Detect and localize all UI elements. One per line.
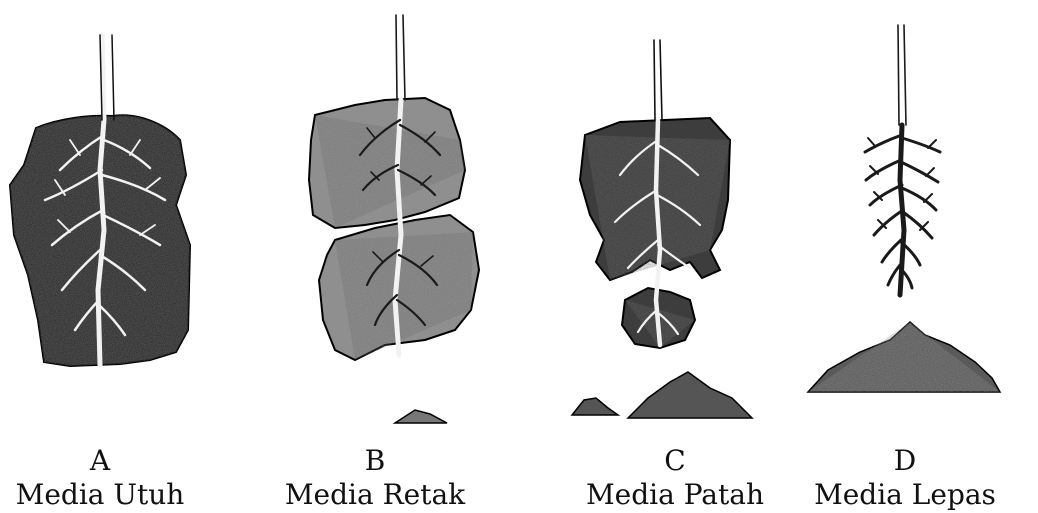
panel-letter: B: [275, 444, 475, 478]
panel-c: C Media Patah: [570, 0, 780, 513]
panel-letter: A: [0, 444, 200, 478]
cracked-soil-root-illustration: [275, 0, 475, 440]
panel-caption: Media Patah: [570, 478, 780, 512]
panel-caption: Media Retak: [275, 478, 475, 512]
soil-crumb-small: [572, 398, 618, 415]
panel-b: B Media Retak: [275, 0, 475, 513]
panel-a: A Media Utuh: [0, 0, 200, 513]
broken-soil-root-illustration: [570, 0, 780, 440]
panel-letter: D: [800, 444, 1010, 478]
soil-crumb: [395, 410, 447, 423]
panel-d: D Media Lepas: [800, 0, 1010, 513]
panel-caption: Media Utuh: [0, 478, 200, 512]
taproot: [865, 25, 940, 295]
soil-texture: [808, 322, 1000, 392]
soil-crumb-mound: [628, 372, 752, 418]
loose-soil-root-illustration: [800, 0, 1010, 440]
intact-soil-root-illustration: [0, 0, 200, 440]
panel-caption: Media Lepas: [800, 478, 1010, 512]
panel-letter: C: [570, 444, 780, 478]
